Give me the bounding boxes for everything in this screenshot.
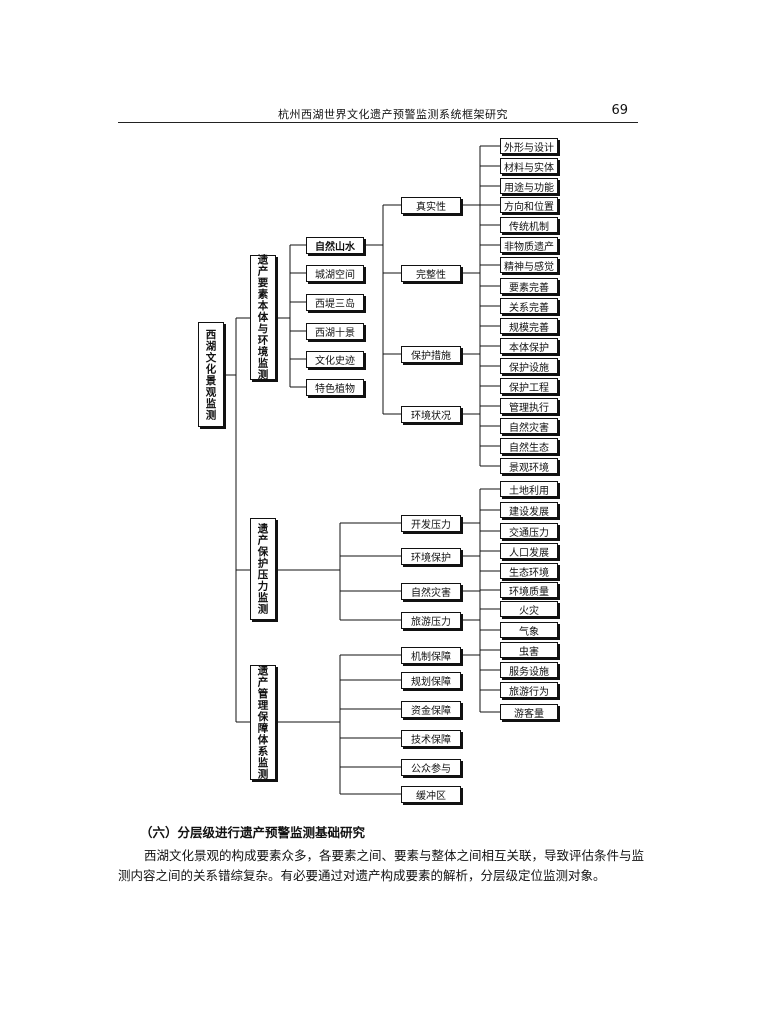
aspect-node: 环境状况 — [401, 406, 461, 423]
section-title: （六）分层级进行遗产预警监测基础研究 — [140, 825, 366, 840]
root-node: 西湖文化景观监测 — [198, 322, 224, 427]
item-node: 气象 — [500, 622, 558, 638]
element-node: 西湖十景 — [306, 323, 364, 340]
aspect-node: 旅游压力 — [401, 612, 461, 629]
item-node: 规模完善 — [500, 318, 558, 334]
item-node: 景观环境 — [500, 458, 558, 474]
aspect-node: 缓冲区 — [401, 786, 461, 803]
aspect-node: 规划保障 — [401, 672, 461, 689]
aspect-node: 开发压力 — [401, 515, 461, 532]
item-node: 材料与实体 — [500, 158, 558, 174]
item-node: 精神与感觉 — [500, 257, 558, 273]
item-node: 旅游行为 — [500, 682, 558, 698]
item-node: 交通压力 — [500, 523, 558, 539]
aspect-node: 保护措施 — [401, 346, 461, 363]
item-node: 建设发展 — [500, 502, 558, 518]
branch-management-system-monitoring: 遗产管理保障体系监测 — [250, 665, 276, 780]
aspect-node: 公众参与 — [401, 759, 461, 776]
aspect-node: 环境保护 — [401, 548, 461, 565]
body-paragraph: 西湖文化景观的构成要素众多，各要素之间、要素与整体之间相互关联，导致评估条件与监… — [118, 848, 645, 883]
header-title: 杭州西湖世界文化遗产预警监测系统框架研究 — [278, 108, 508, 121]
aspect-node: 完整性 — [401, 265, 461, 282]
item-node: 非物质遗产 — [500, 237, 558, 253]
item-node: 要素完善 — [500, 278, 558, 294]
element-node: 西堤三岛 — [306, 294, 364, 311]
aspect-node: 自然灾害 — [401, 583, 461, 600]
element-node: 文化史迹 — [306, 351, 364, 368]
item-node: 服务设施 — [500, 662, 558, 678]
item-node: 方向和位置 — [500, 197, 558, 213]
aspect-node: 机制保障 — [401, 647, 461, 664]
page-number: 69 — [611, 103, 628, 118]
aspect-node: 真实性 — [401, 197, 461, 214]
item-node: 本体保护 — [500, 338, 558, 354]
item-node: 土地利用 — [500, 481, 558, 497]
aspect-node: 资金保障 — [401, 701, 461, 718]
element-node: 自然山水 — [306, 237, 364, 254]
item-node: 保护工程 — [500, 378, 558, 394]
item-node: 外形与设计 — [500, 138, 558, 154]
item-node: 环境质量 — [500, 582, 558, 598]
item-node: 虫害 — [500, 642, 558, 658]
item-node: 生态环境 — [500, 563, 558, 579]
element-node: 城湖空间 — [306, 265, 364, 282]
branch-protection-pressure-monitoring: 遗产保护压力监测 — [250, 518, 276, 620]
item-node: 人口发展 — [500, 543, 558, 559]
aspect-node: 技术保障 — [401, 730, 461, 747]
item-node: 保护设施 — [500, 358, 558, 374]
branch-heritage-element-monitoring: 遗产要素本体与环境监测 — [250, 254, 276, 381]
item-node: 火灾 — [500, 601, 558, 617]
item-node: 自然灾害 — [500, 418, 558, 434]
item-node: 用途与功能 — [500, 178, 558, 194]
running-header: 杭州西湖世界文化遗产预警监测系统框架研究 69 — [118, 103, 638, 123]
element-node: 特色植物 — [306, 379, 364, 396]
item-node: 游客量 — [500, 704, 558, 720]
item-node: 管理执行 — [500, 398, 558, 414]
item-node: 传统机制 — [500, 217, 558, 233]
item-node: 关系完善 — [500, 298, 558, 314]
item-node: 自然生态 — [500, 438, 558, 454]
